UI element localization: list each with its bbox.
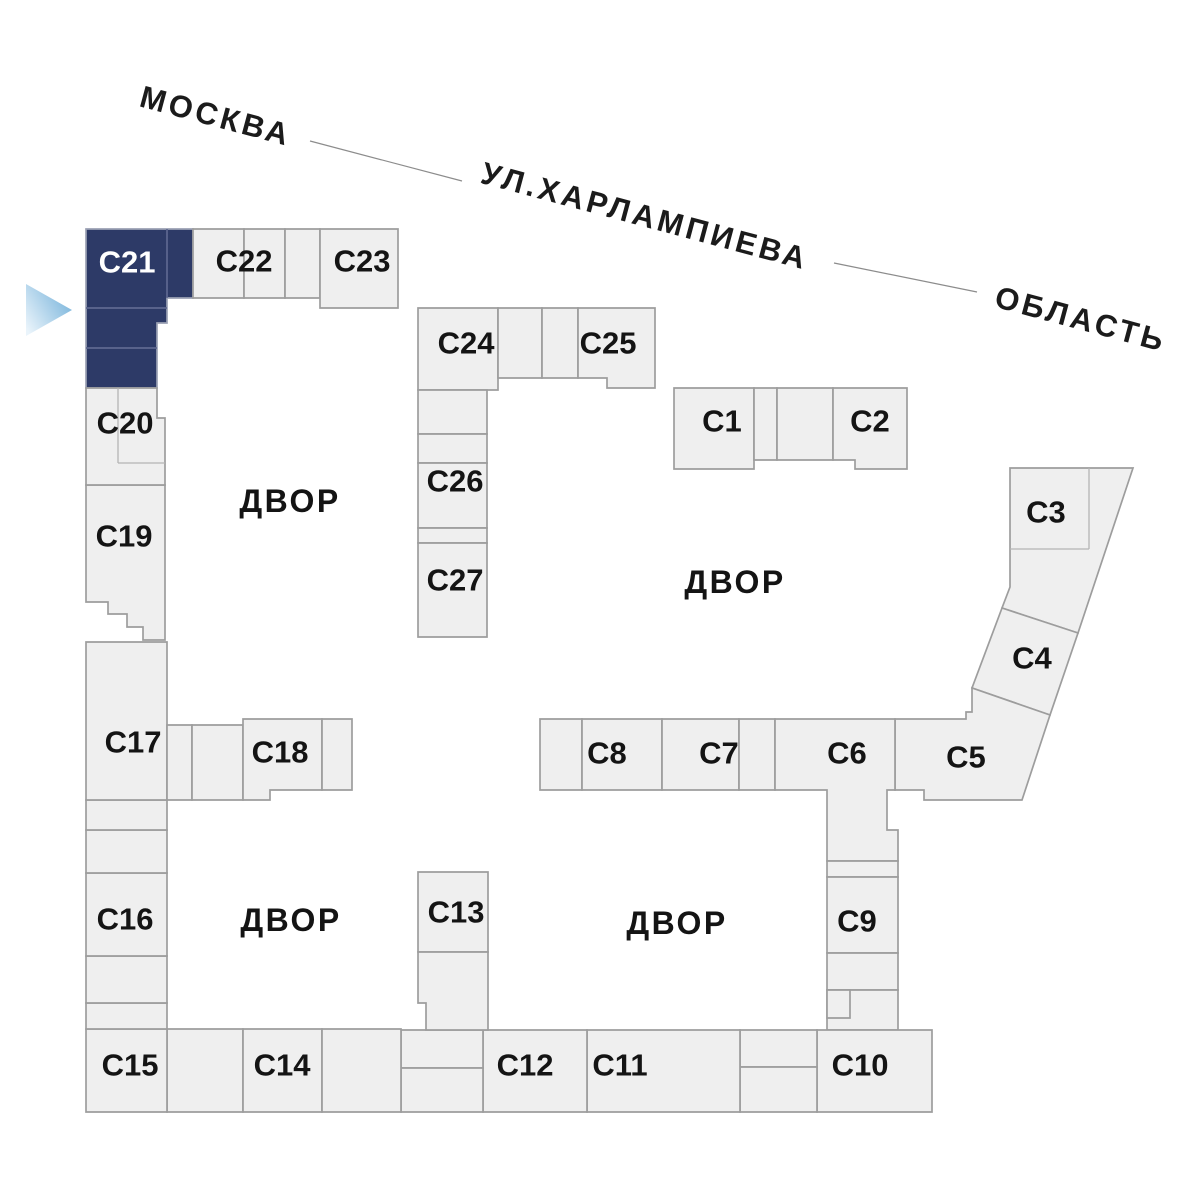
- building-c16-seg-above-1-shape[interactable]: [85, 829, 168, 874]
- building-c22-seg-2-shape[interactable]: [284, 228, 321, 299]
- building-c11-label: С11: [592, 1048, 647, 1083]
- building-c17-shape[interactable]: [85, 641, 168, 801]
- building-c7-seg-right-shape[interactable]: [738, 718, 776, 791]
- building-c8-label: С8: [587, 736, 627, 771]
- building-c5-shape[interactable]: [894, 686, 1052, 801]
- building-c17-app-2-shape[interactable]: [191, 724, 244, 801]
- building-section-dividers-layer: [86, 229, 1090, 550]
- building-c7-label: С7: [699, 736, 739, 771]
- building-c12-seg-lower-shape[interactable]: [400, 1067, 484, 1113]
- courtyard-label: ДВОР: [239, 483, 340, 519]
- building-c27-shape[interactable]: [417, 542, 488, 638]
- building-c23-label: С23: [334, 244, 391, 279]
- building-c17-app-1-shape[interactable]: [166, 724, 193, 801]
- courtyard-label: ДВОР: [240, 902, 341, 938]
- building-c1-seg-1-shape[interactable]: [753, 387, 778, 461]
- building-c14-seg-left-shape[interactable]: [166, 1028, 244, 1113]
- building-c3-shape[interactable]: [1000, 467, 1135, 635]
- building-c19-label: С19: [96, 519, 153, 554]
- building-c26-label: С26: [427, 464, 484, 499]
- building-c24-seg-2-shape[interactable]: [541, 307, 579, 379]
- building-c17-label: С17: [105, 725, 162, 760]
- selected-building-pointer-arrow-icon: [26, 284, 72, 336]
- building-c18-seg-right-shape[interactable]: [321, 718, 353, 791]
- building-c16-seg-below-2-shape[interactable]: [85, 955, 168, 1004]
- street-connector-line: [833, 262, 978, 293]
- courtyard-label: ДВОР: [684, 564, 785, 600]
- building-c6-label: С6: [827, 736, 867, 771]
- street-label: ОБЛАСТЬ: [991, 279, 1170, 358]
- building-c20-shape[interactable]: [85, 387, 166, 486]
- street-connector-line: [309, 140, 463, 182]
- building-c19-shape[interactable]: [85, 484, 166, 641]
- building-c2-shape[interactable]: [832, 387, 908, 470]
- building-c14-label: С14: [254, 1048, 312, 1083]
- building-c9-seg-top-shape[interactable]: [826, 860, 899, 878]
- building-c26-seg-1-shape[interactable]: [417, 527, 488, 544]
- building-c15-label: С15: [102, 1048, 159, 1083]
- building-c24-seg-1-shape[interactable]: [497, 307, 543, 379]
- building-c10-seg-upper-shape[interactable]: [739, 1029, 818, 1068]
- buildings-layer: [85, 228, 1135, 1113]
- building-c1-label: С1: [702, 404, 742, 439]
- building-c13-label: С13: [428, 895, 485, 930]
- building-c24-label: С24: [438, 326, 496, 361]
- building-c6-shape[interactable]: [774, 718, 899, 862]
- building-c8-seg-left-shape[interactable]: [539, 718, 583, 791]
- street-label: УЛ.ХАРЛАМПИЕВА: [477, 155, 812, 276]
- building-c21-label: С21: [99, 245, 156, 280]
- building-c25-label: С25: [580, 326, 637, 361]
- building-c20-label: С20: [97, 406, 154, 441]
- building-c3-label: С3: [1026, 495, 1066, 530]
- building-c1-shape[interactable]: [673, 387, 755, 470]
- building-c4-label: С4: [1012, 641, 1052, 676]
- building-c13-seg-lower-shape[interactable]: [417, 951, 489, 1031]
- building-c27-label: С27: [427, 563, 484, 598]
- building-c10-seg-lower-shape[interactable]: [739, 1066, 818, 1113]
- courtyard-labels-layer: ДВОР ДВОР ДВОР ДВОР: [239, 483, 785, 941]
- building-c24-shape[interactable]: [417, 307, 499, 391]
- building-c22-label: С22: [216, 244, 273, 279]
- building-c9-seg-mid-shape[interactable]: [826, 952, 899, 991]
- building-c5-label: С5: [946, 740, 986, 775]
- building-c24-col-1-shape[interactable]: [417, 389, 488, 435]
- building-c12-label: С12: [497, 1048, 554, 1083]
- building-c9-label: С9: [837, 904, 877, 939]
- building-c16-label: С16: [97, 902, 154, 937]
- building-c16-seg-above-2-shape[interactable]: [85, 799, 168, 831]
- building-c25-shape[interactable]: [577, 307, 656, 389]
- building-c18-label: С18: [252, 735, 309, 770]
- building-c14-seg-right-shape[interactable]: [321, 1028, 402, 1113]
- building-c9-seg-corner-shape[interactable]: [826, 989, 851, 1019]
- building-c10-label: С10: [832, 1048, 889, 1083]
- building-c12-seg-upper-shape[interactable]: [400, 1029, 484, 1069]
- building-c1-seg-2-shape[interactable]: [776, 387, 834, 461]
- building-c2-label: С2: [850, 404, 890, 439]
- building-c24-col-2-shape[interactable]: [417, 433, 488, 464]
- courtyard-label: ДВОР: [626, 905, 727, 941]
- street-label: МОСКВА: [136, 79, 295, 153]
- building-c23-shape[interactable]: [319, 228, 399, 309]
- building-c16-seg-below-1-shape[interactable]: [85, 1002, 168, 1030]
